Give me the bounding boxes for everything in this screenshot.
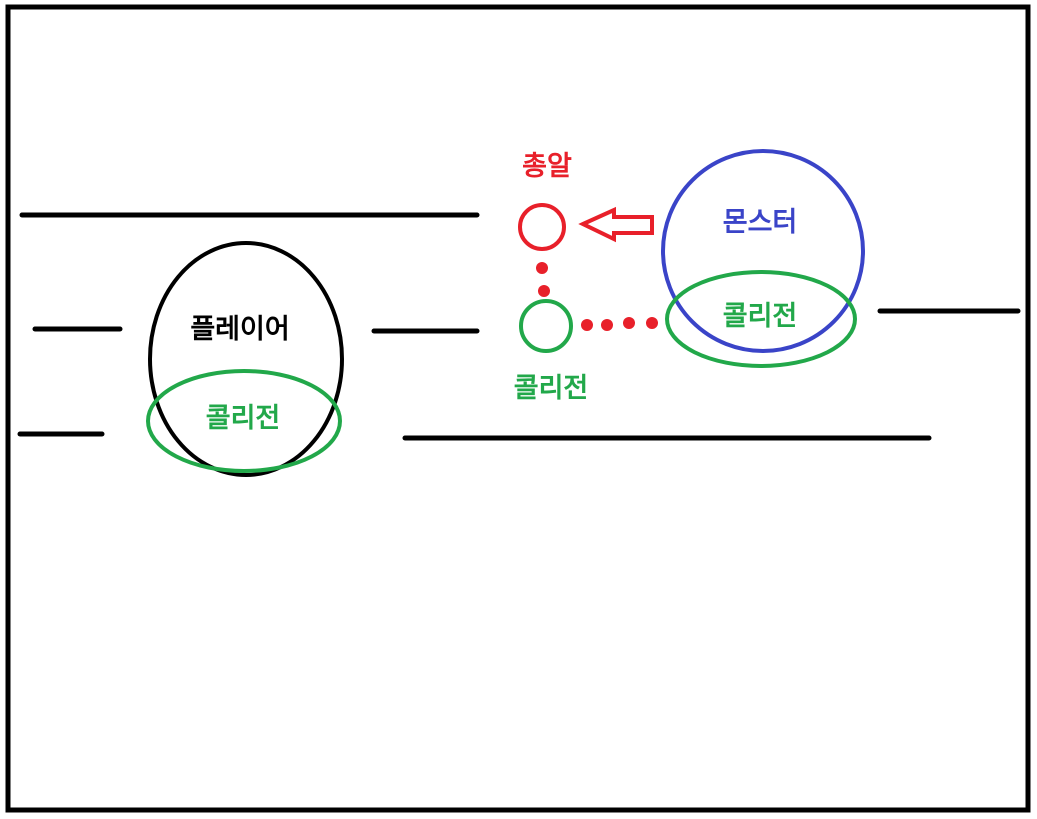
frame-border xyxy=(5,4,1031,813)
bullet-circle xyxy=(518,203,566,251)
bullet-collider-label: 콜리전 xyxy=(514,373,589,404)
player-label: 플레이어 xyxy=(190,314,289,345)
arrow-left-icon xyxy=(578,206,654,243)
monster-body xyxy=(661,149,865,353)
monster-label: 몬스터 xyxy=(723,207,798,238)
link-dot xyxy=(536,262,548,274)
link-dot xyxy=(538,285,550,297)
monster-collider-label: 콜리전 xyxy=(723,301,798,332)
bullet-link-dots xyxy=(536,262,658,331)
bullet-label: 총알 xyxy=(522,151,572,182)
player-collider-label: 콜리전 xyxy=(206,403,281,434)
link-dot xyxy=(623,317,635,329)
link-dot xyxy=(581,319,593,331)
platform-lines xyxy=(17,212,1021,441)
link-dot xyxy=(646,317,658,329)
player-collider xyxy=(146,369,342,473)
bullet-collider xyxy=(519,299,573,353)
monster-collider xyxy=(665,270,857,368)
link-dot xyxy=(601,319,613,331)
player-body xyxy=(148,241,344,477)
